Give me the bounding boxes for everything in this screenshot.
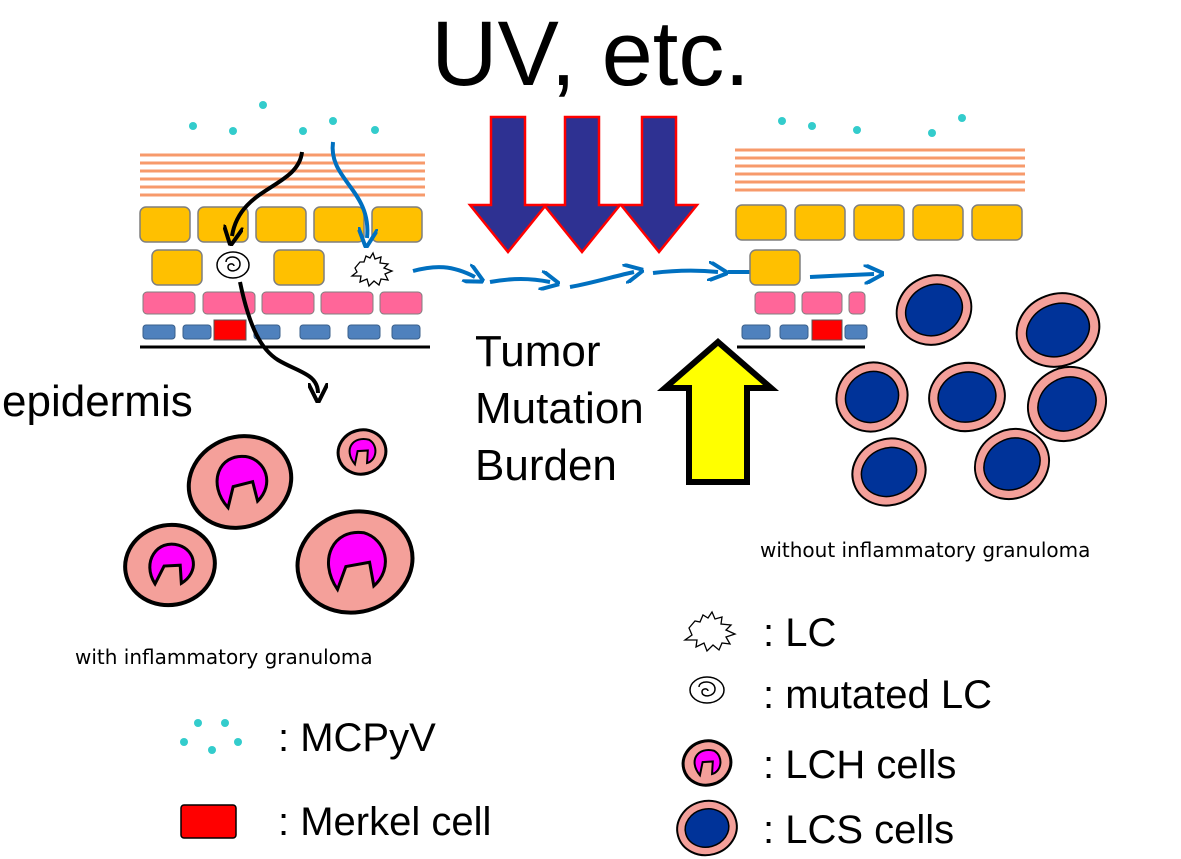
left-epidermis (139, 101, 430, 393)
tmb-label-line-2: Mutation (475, 384, 644, 433)
legend-merkel-icon (180, 804, 237, 839)
epidermis-label: epidermis (2, 377, 193, 426)
basal-pink-row-right (754, 291, 866, 315)
tmb-arrow (656, 338, 780, 485)
invasion-arrow (238, 281, 318, 393)
mutated-lc-cell (216, 251, 250, 279)
keratinocyte-row-lower (151, 249, 325, 286)
right-epidermis (735, 114, 1025, 349)
infection-arrow-black (232, 151, 304, 236)
basal-blue-row-right (741, 324, 868, 340)
stratum-corneum-lines (140, 153, 425, 197)
mcpyv-particles-right (778, 114, 966, 137)
uv-arrows (467, 115, 700, 254)
legend-lcs-label: : LCS cells (763, 808, 955, 852)
merkel-cell-right (811, 319, 843, 341)
tmb-label-line-3: Burden (475, 441, 617, 490)
tmb-label-line-1: Tumor (475, 327, 601, 376)
lc-cell (350, 251, 394, 288)
legend-lcs-icon (676, 799, 738, 857)
keratinocyte-row-right (735, 204, 1023, 286)
basal-pink-row (142, 291, 423, 315)
infection-arrow-blue (330, 141, 368, 238)
legend-lch-icon (681, 739, 733, 787)
legend-lc-label: : LC (763, 611, 837, 655)
legend-merkel-label: : Merkel cell (278, 800, 492, 844)
keratinocyte-row-upper (139, 206, 423, 243)
figure-title: UV, etc. (431, 3, 750, 105)
legend-mutated-lc-label: : mutated LC (763, 673, 993, 717)
legend-mcpyv-label: : MCPyV (278, 716, 436, 760)
basal-blue-row (142, 324, 421, 340)
lcs-cells-cluster (835, 274, 1108, 507)
legend-lc-icon (682, 610, 737, 653)
legend-lch-label: : LCH cells (763, 743, 957, 787)
mcpyv-particles-left (189, 101, 379, 135)
merkel-cell (213, 319, 247, 341)
migration-arrows (412, 267, 874, 287)
stratum-corneum-lines-right (735, 148, 1025, 192)
lch-cells-cluster (123, 428, 415, 615)
legend-mcpyv-icon (180, 719, 242, 754)
with-granuloma-caption: with inflammatory granuloma (75, 645, 373, 669)
legend-mutated-lc-icon (689, 676, 725, 704)
without-granuloma-caption: without inflammatory granuloma (760, 538, 1091, 562)
